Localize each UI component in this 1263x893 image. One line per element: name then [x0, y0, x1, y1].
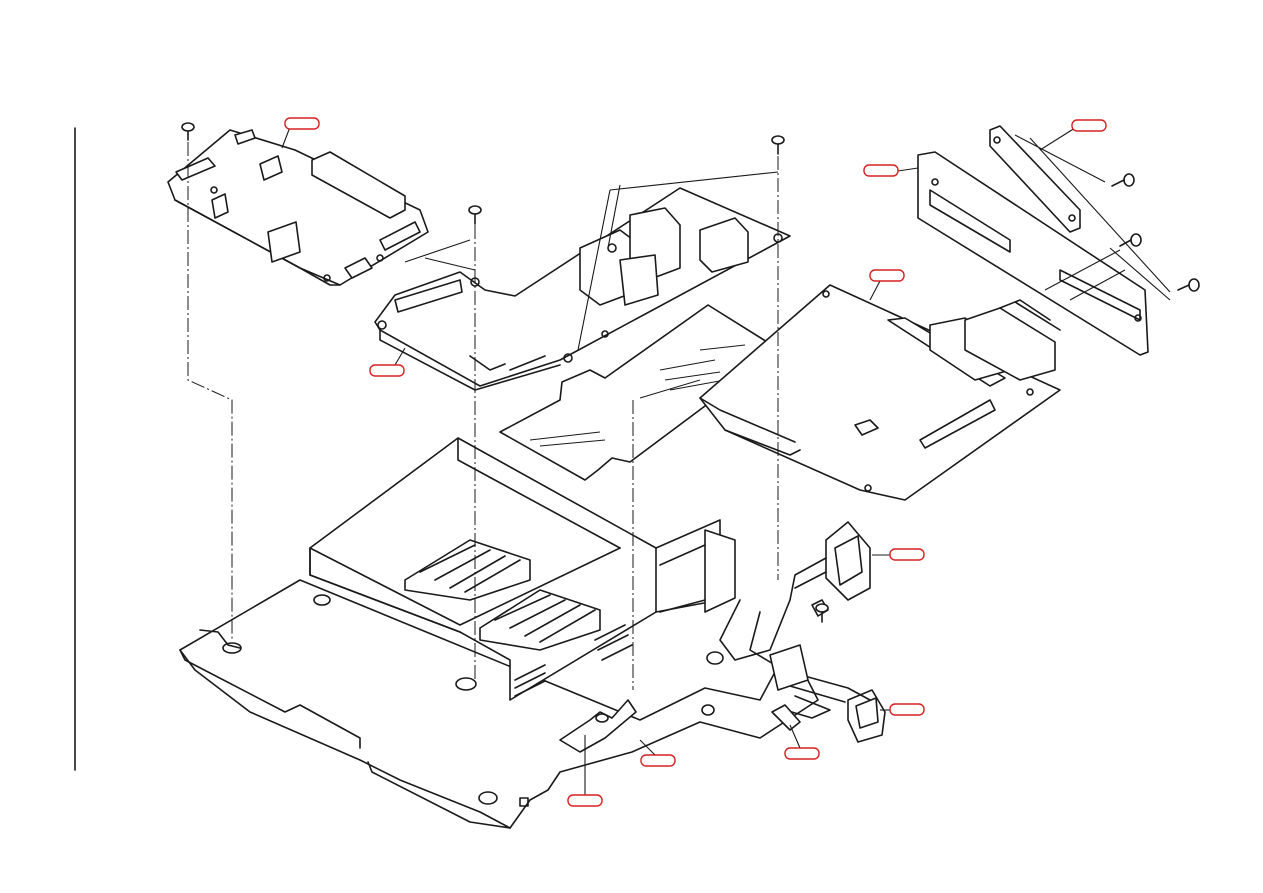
screw-main-board-left [468, 205, 482, 225]
callout-power-cable [784, 724, 820, 760]
screw-main-board-right [771, 135, 785, 155]
riser-board [167, 129, 429, 286]
screw-riser-left [181, 122, 195, 141]
power-supply-unit [309, 437, 736, 701]
callout-rear-bracket [863, 164, 919, 177]
screw-inlet [815, 603, 829, 623]
base-pan [179, 579, 819, 829]
callout-base-pan [639, 739, 676, 767]
callout-latch [567, 735, 603, 807]
callout-power-switch [880, 703, 925, 716]
screw-bracket-1 [1111, 173, 1135, 187]
rear-bracket [917, 151, 1149, 356]
callout-system-board [869, 269, 905, 301]
screw-bracket-3 [1177, 278, 1200, 292]
callout-main-board [369, 347, 406, 377]
callout-ac-inlet [872, 548, 925, 561]
ac-inlet [789, 521, 871, 601]
assembly-lines [187, 134, 1171, 690]
latch [559, 699, 637, 753]
callouts [281, 117, 1107, 807]
system-board [699, 284, 1061, 501]
callout-riser-board [281, 117, 320, 149]
io-cover-plate [989, 125, 1081, 233]
insulator-sheet [499, 304, 781, 481]
callout-io-cover-plate [1039, 119, 1107, 151]
main-board [374, 187, 791, 391]
power-switch [847, 689, 886, 743]
